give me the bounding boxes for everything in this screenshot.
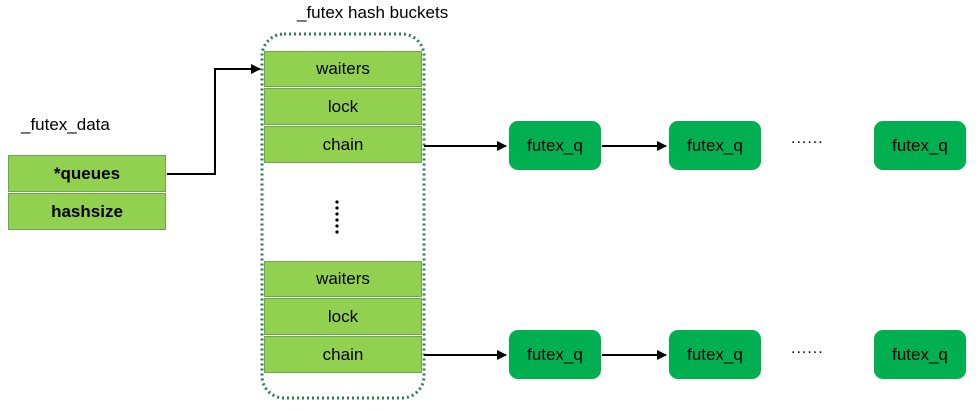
- futex-q-bottom-ellipsis: ......: [791, 340, 824, 357]
- futex-q-top-1: futex_q: [509, 121, 601, 170]
- bucket-vertical-ellipsis: [335, 200, 339, 234]
- queues-pointer-arrow: [167, 64, 261, 175]
- bucket-bottom-lock: lock: [264, 298, 422, 335]
- futex-data-title: _futex_data: [21, 115, 110, 134]
- bucket-bottom-chain: chain: [264, 336, 422, 373]
- hash-buckets-container: [260, 32, 426, 400]
- futex-data-queues-field: *queues: [8, 155, 166, 192]
- bucket-top-waiters: waiters: [264, 51, 422, 87]
- futex-data-hashsize-field: hashsize: [8, 193, 166, 230]
- futex-q-top-ellipsis: ......: [791, 130, 824, 147]
- bucket-bottom-waiters: waiters: [264, 261, 422, 297]
- futex-q-bottom-3: futex_q: [874, 330, 966, 379]
- futex-q-top-2: futex_q: [669, 121, 761, 170]
- futex-q-bottom-2: futex_q: [669, 330, 761, 379]
- hash-buckets-title: _futex hash buckets: [297, 3, 449, 22]
- bucket-top-chain: chain: [264, 126, 422, 163]
- futex-q-bottom-1: futex_q: [509, 330, 601, 379]
- futex-q-top-3: futex_q: [874, 121, 966, 170]
- bucket-top-lock: lock: [264, 88, 422, 125]
